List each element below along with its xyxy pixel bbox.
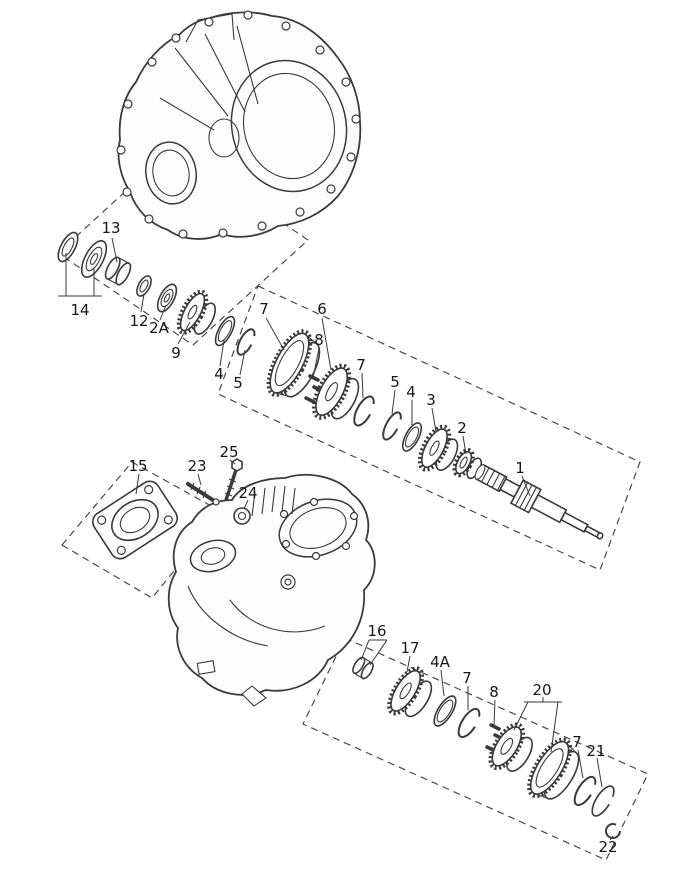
callout-9: 9: [171, 344, 181, 362]
callout-5b: 5: [390, 373, 400, 391]
part-1-input-shaft: [474, 463, 604, 540]
callout-4A: 4A: [430, 653, 451, 671]
part-2-splined-collar: [452, 448, 483, 480]
callout-7d: 7: [572, 733, 582, 751]
inner-bore: [208, 118, 240, 158]
clutch-housing: [116, 10, 362, 240]
callout-13: 13: [101, 219, 120, 237]
callout-8b: 8: [489, 683, 499, 701]
part-13-sleeve: [104, 256, 132, 286]
callout-16: 16: [367, 622, 386, 640]
part-4-ring-b: [401, 422, 423, 452]
callout-4b: 4: [406, 383, 416, 401]
callout-14: 14: [70, 301, 89, 319]
part-23-stud: [186, 482, 220, 506]
part-16-roller: [352, 656, 374, 680]
callout-5a: 5: [233, 374, 243, 392]
side-opening: [145, 141, 197, 205]
callout-6: 6: [317, 300, 327, 318]
part-14-bearing: [80, 240, 108, 278]
part-4A-ring: [433, 695, 457, 727]
callout-22: 22: [598, 838, 617, 856]
part-15-cover-plate: [92, 480, 178, 560]
part-7-baulk-ring-c: [457, 707, 481, 739]
callout-labels: 13 14 12 2A 9 4 5 7 6 8 7 5 4 3 2 1 15 2…: [70, 219, 617, 856]
part-6-synchro-sleeve: [266, 329, 321, 398]
callout-2A: 2A: [149, 319, 170, 337]
bearing-boss: [189, 539, 237, 573]
callout-25: 25: [219, 443, 238, 461]
part-4-ring-a: [214, 315, 236, 347]
part-25-bolt: [224, 458, 243, 501]
cooling-ribs: [251, 485, 296, 517]
bolt-holes: [116, 10, 361, 239]
part-22-clip: [605, 823, 621, 839]
part-7-baulk-ring-b: [353, 395, 375, 427]
callout-17: 17: [400, 639, 419, 657]
part-24-washer: [233, 507, 251, 525]
part-14-seal-ring: [57, 231, 79, 263]
callout-21: 21: [586, 742, 605, 760]
callout-7a: 7: [259, 300, 269, 318]
upper-shaft-assembly: [57, 231, 604, 540]
callout-2: 2: [457, 419, 467, 437]
synchro-hub-lower: [488, 722, 533, 772]
lower-shaft-assembly: [352, 656, 621, 839]
gearbox-housing: [167, 474, 376, 707]
part-5-snap-ring-a: [236, 328, 256, 356]
callout-20: 20: [532, 681, 551, 699]
part-21-ring: [591, 785, 615, 817]
leader-lines: [58, 237, 614, 841]
bell-opening: [230, 59, 348, 193]
part-5-snap-ring-b: [382, 411, 402, 441]
part-6-synchro-hub: [311, 363, 360, 420]
callout-8a: 8: [314, 331, 324, 349]
part-17-gear: [387, 666, 433, 718]
callout-1: 1: [515, 459, 525, 477]
callout-23: 23: [187, 457, 206, 475]
callout-7c: 7: [462, 669, 472, 687]
callout-7b: 7: [356, 356, 366, 374]
output-flange: [278, 497, 359, 561]
housing-ribs: [159, 13, 259, 131]
part-9-gear: [176, 289, 217, 335]
callout-12: 12: [129, 312, 148, 330]
housing-details: [187, 574, 326, 707]
part-2A-bearing: [156, 283, 178, 313]
part-12-ring: [136, 275, 152, 297]
callout-15: 15: [128, 457, 147, 475]
callout-24: 24: [238, 484, 257, 502]
callout-3: 3: [426, 391, 436, 409]
dashed-group-boxes: [57, 147, 649, 861]
part-7-baulk-ring-d: [573, 775, 597, 807]
part-20-synchro-sleeve: [527, 737, 580, 800]
part-3-gear: [417, 424, 459, 472]
callout-4a: 4: [214, 365, 224, 383]
